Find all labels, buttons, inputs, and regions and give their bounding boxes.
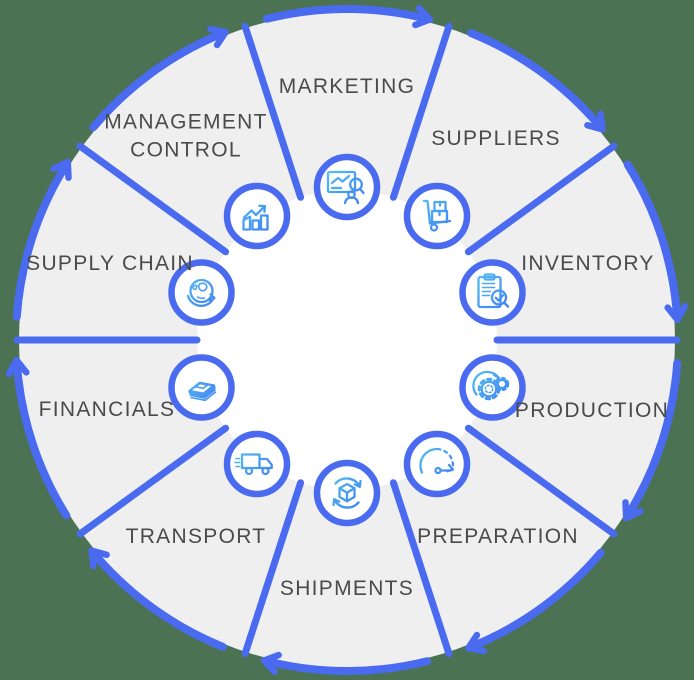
package-cycle-icon [332,477,362,509]
cycle-arrow-shipments [260,651,432,676]
marketing-icon-badge [313,153,381,221]
truck-icon [234,453,273,476]
cycle-arrow-financials [5,356,71,520]
transport-icon-badge [223,430,291,498]
cycle-arrow-transport [88,547,227,651]
label-line-2: CONTROL [130,138,242,161]
supply-chain-icon-badge [168,259,235,326]
bar-chart-arrow-icon [242,204,269,231]
segment-label-shipments: SHIPMENTS [279,577,415,601]
segment-label-marketing: MARKETING [278,75,416,99]
inventory-icon-badge [459,259,526,326]
clipboard-check-icon [477,273,510,309]
cycle-arrow-inventory [623,160,689,324]
hand-truck-icon [422,199,452,232]
segment-label-management-control: MANAGEMENT CONTROL [104,108,268,163]
globe-arrow-icon [186,278,216,307]
cycle-arrow-preparation [465,548,605,655]
segment-label-supply-chain: SUPPLY CHAIN [26,252,194,276]
cycle-arrow-management-control [89,25,229,132]
presentation-chart-icon [326,170,365,205]
segment-label-preparation: PREPARATION [417,525,579,549]
segment-label-production: PRODUCTION [514,399,670,423]
segment-label-financials: FINANCIALS [38,398,176,422]
preparation-icon-badge [403,430,471,498]
gears-icon [472,370,510,401]
management-control-icon-badge [223,182,291,250]
segment-label-suppliers: SUPPLIERS [431,127,561,151]
segment-divider-lines [13,22,681,658]
cycle-arrow-marketing [262,4,434,29]
banknotes-icon [188,381,217,402]
cycle-arrow-suppliers [467,29,606,133]
segment-label-inventory: INVENTORY [521,252,655,276]
cycle-arrow-production [622,359,682,522]
center-circle [197,190,497,490]
label-line-1: MANAGEMENT [104,110,268,134]
gauge-icon [419,447,455,475]
suppliers-icon-badge [403,182,471,250]
segment-label-transport: TRANSPORT [125,525,267,549]
cycle-arrow-supply-chain [12,158,72,321]
